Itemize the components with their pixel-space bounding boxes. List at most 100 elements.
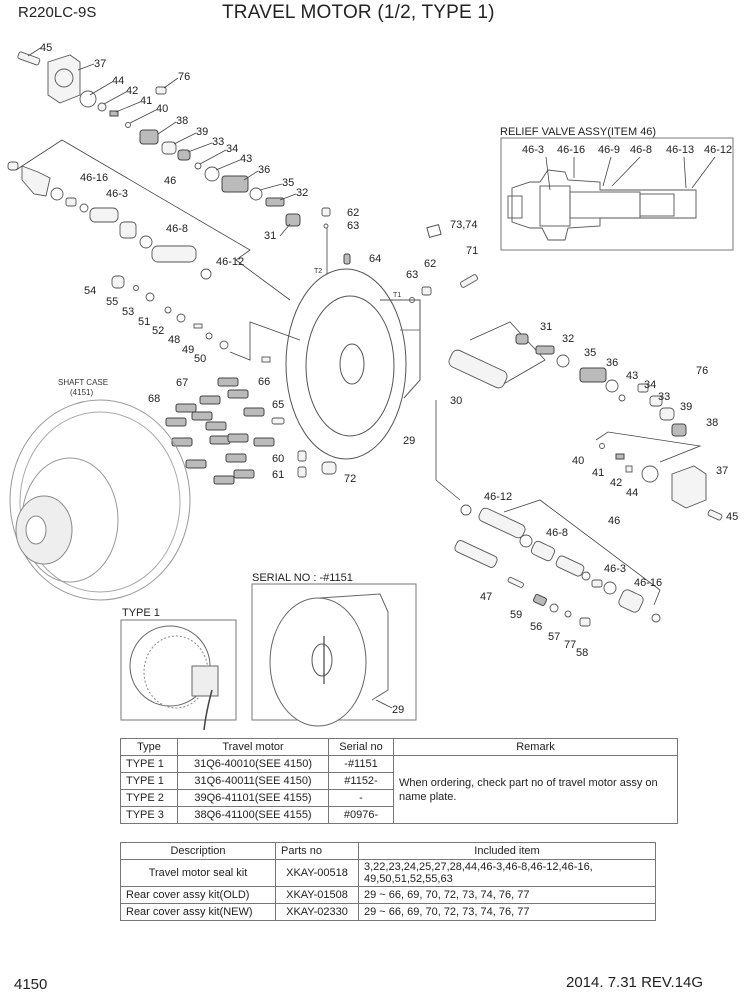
cell-included-item: 29 ~ 66, 69, 70, 72, 73, 74, 76, 77 bbox=[358, 903, 656, 921]
exploded-parts-diagram: RELIEF VALVE ASSY(ITEM 46) 46-3 46-16 46… bbox=[7, 42, 738, 731]
callout-62: 62 bbox=[347, 207, 359, 219]
callout-43: 43 bbox=[240, 153, 252, 165]
callout-32: 32 bbox=[296, 187, 308, 199]
table-row: TYPE 3 38Q6-41100(SEE 4155) #0976- bbox=[120, 806, 678, 824]
callout-r-46-12: 46-12 bbox=[484, 491, 512, 503]
callout-38: 38 bbox=[176, 115, 188, 127]
serial-rear-cover-drawing bbox=[269, 593, 389, 727]
table-header-row: Description Parts no Included item bbox=[120, 842, 656, 860]
rv-label-46-9: 46-9 bbox=[598, 144, 620, 156]
cell-serial: #0976- bbox=[328, 806, 394, 824]
cell-parts-no: XKAY-00518 bbox=[275, 859, 359, 887]
callout-45: 45 bbox=[40, 42, 52, 54]
callout-r-31: 31 bbox=[540, 321, 552, 333]
lower-left-parts bbox=[111, 275, 337, 478]
callout-49: 49 bbox=[182, 344, 194, 356]
kit-table: Description Parts no Included item Trave… bbox=[120, 842, 656, 921]
relief-valve-section-drawing bbox=[507, 156, 716, 241]
callout-30: 30 bbox=[450, 395, 462, 407]
callout-r-41: 41 bbox=[592, 467, 604, 479]
rv-label-46-16: 46-16 bbox=[557, 144, 585, 156]
callout-r-34: 34 bbox=[644, 379, 656, 391]
table-row: TYPE 1 31Q6-40010(SEE 4150) -#1151 When … bbox=[120, 755, 678, 824]
callout-r-32: 32 bbox=[562, 333, 574, 345]
cell-serial: -#1151 bbox=[328, 755, 394, 773]
cell-type: TYPE 3 bbox=[120, 806, 178, 824]
callout-r-47: 47 bbox=[480, 591, 492, 603]
shaft-case-ref: (4151) bbox=[70, 388, 93, 397]
callout-46-16: 46-16 bbox=[80, 172, 108, 184]
col-type: Type bbox=[120, 738, 178, 756]
callout-r-58: 58 bbox=[576, 647, 588, 659]
rv-label-46-3: 46-3 bbox=[522, 144, 544, 156]
cell-type: TYPE 2 bbox=[120, 789, 178, 807]
rear-cover-drawing bbox=[285, 268, 421, 460]
shaft-case-drawing bbox=[9, 399, 191, 601]
type1-box bbox=[120, 619, 237, 721]
callout-64: 64 bbox=[369, 253, 381, 265]
right-callouts: 31 32 35 36 43 34 33 76 39 38 40 41 42 4… bbox=[480, 321, 738, 659]
type1-title: TYPE 1 bbox=[122, 607, 160, 619]
cell-included-item: 29 ~ 66, 69, 70, 72, 73, 74, 76, 77 bbox=[358, 886, 656, 904]
callout-72: 72 bbox=[344, 473, 356, 485]
table-header-row: Type Travel motor Serial no Remark bbox=[120, 738, 678, 756]
callout-r-59: 59 bbox=[510, 609, 522, 621]
callout-42: 42 bbox=[126, 85, 138, 97]
callout-r-46: 46 bbox=[608, 515, 620, 527]
rv-label-46-13: 46-13 bbox=[666, 144, 694, 156]
callout-61: 61 bbox=[272, 469, 284, 481]
callout-62-b: 62 bbox=[424, 258, 436, 270]
callout-37: 37 bbox=[94, 58, 106, 70]
type1-motor-drawing bbox=[129, 625, 219, 731]
cell-motor: 38Q6-41100(SEE 4155) bbox=[177, 806, 329, 824]
callout-r-44: 44 bbox=[626, 487, 638, 499]
lower-left-callouts: 54 55 53 51 52 48 49 50 66 67 68 65 60 6… bbox=[84, 285, 462, 485]
cell-type: TYPE 1 bbox=[120, 772, 178, 790]
cell-description: Rear cover assy kit(OLD) bbox=[120, 886, 276, 904]
callout-46-12: 46-12 bbox=[216, 256, 244, 268]
callout-48: 48 bbox=[168, 334, 180, 346]
relief-valve-title: RELIEF VALVE ASSY(ITEM 46) bbox=[500, 126, 656, 138]
callout-54: 54 bbox=[84, 285, 96, 297]
callout-63-b: 63 bbox=[406, 269, 418, 281]
col-remark: Remark bbox=[393, 738, 678, 756]
callout-r-40: 40 bbox=[572, 455, 584, 467]
callout-33: 33 bbox=[212, 136, 224, 148]
page-title: TRAVEL MOTOR (1/2, TYPE 1) bbox=[222, 2, 495, 23]
callout-r-57: 57 bbox=[548, 631, 560, 643]
page-number: 4150 bbox=[14, 976, 48, 993]
cell-parts-no: XKAY-02330 bbox=[275, 903, 359, 921]
callout-r-77: 77 bbox=[564, 639, 576, 651]
callout-r-35: 35 bbox=[584, 347, 596, 359]
callout-r-33: 33 bbox=[658, 391, 670, 403]
cell-description: Travel motor seal kit bbox=[120, 859, 276, 887]
callout-51: 51 bbox=[138, 316, 150, 328]
callout-40: 40 bbox=[156, 103, 168, 115]
callout-r-46-8: 46-8 bbox=[546, 527, 568, 539]
callout-52: 52 bbox=[152, 325, 164, 337]
upper-left-parts bbox=[7, 51, 301, 301]
col-description: Description bbox=[120, 842, 276, 860]
callout-55: 55 bbox=[106, 296, 118, 308]
callout-r-36: 36 bbox=[606, 357, 618, 369]
callout-36: 36 bbox=[258, 164, 270, 176]
shaft-case-label: SHAFT CASE bbox=[58, 378, 108, 387]
callout-r-45: 45 bbox=[726, 511, 738, 523]
col-parts-no: Parts no bbox=[275, 842, 359, 860]
callout-71: 71 bbox=[466, 245, 478, 257]
cell-remark: When ordering, check part no of travel m… bbox=[393, 755, 678, 824]
spring-cluster bbox=[165, 377, 275, 485]
cell-type: TYPE 1 bbox=[120, 755, 178, 773]
rv-label-46-12: 46-12 bbox=[704, 144, 732, 156]
port-label-t1: T1 bbox=[393, 292, 401, 299]
cell-serial: #1152- bbox=[328, 772, 394, 790]
cell-description: Rear cover assy kit(NEW) bbox=[120, 903, 276, 921]
callout-76: 76 bbox=[178, 71, 190, 83]
travel-motor-type-table: Type Travel motor Serial no Remark TYPE … bbox=[120, 738, 678, 824]
upper-left-callouts: 45 37 44 42 41 40 76 38 39 33 34 43 36 3… bbox=[27, 42, 478, 303]
callout-68: 68 bbox=[148, 393, 160, 405]
col-serial-no: Serial no bbox=[328, 738, 394, 756]
callout-r-39: 39 bbox=[680, 401, 692, 413]
col-included-item: Included item bbox=[358, 842, 656, 860]
callout-73-74: 73,74 bbox=[450, 219, 478, 231]
